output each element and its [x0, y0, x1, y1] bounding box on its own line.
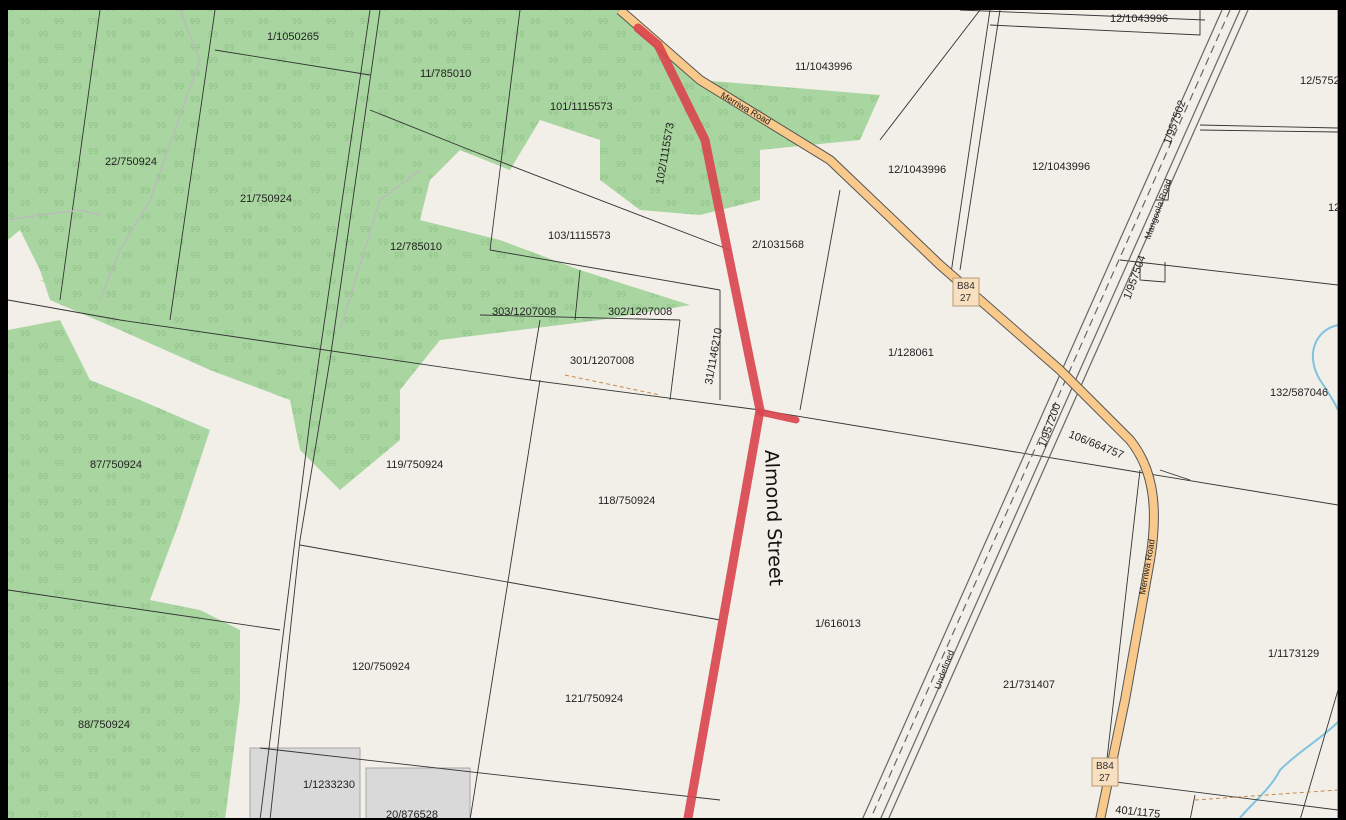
tracks	[8, 10, 421, 331]
lot-label: 11/785010	[420, 68, 471, 80]
lot-label: 119/750924	[386, 459, 443, 471]
lot-label: 21/731407	[1003, 679, 1055, 691]
lot-label: 12/5752	[1300, 75, 1340, 87]
waterway	[1239, 324, 1338, 818]
almond-street-highlight[interactable]	[633, 23, 800, 818]
svg-text:B84: B84	[957, 281, 975, 292]
route-shield: B84 27	[1091, 757, 1119, 787]
lot-label: 302/1207008	[608, 306, 672, 318]
lot-label: 12	[1328, 202, 1340, 214]
lot-label: 87/750924	[90, 459, 142, 471]
lot-label: 103/1115573	[548, 230, 611, 242]
lot-labels: 1/1050265 11/785010 101/1115573 102/1115…	[78, 13, 1340, 820]
lot-label: 1/616013	[815, 618, 861, 630]
lot-label: 20/876528	[386, 809, 438, 820]
lot-label: 118/750924	[598, 495, 655, 507]
lot-label: 1/1173129	[1268, 648, 1319, 660]
merriwa-road	[616, 10, 1159, 818]
almond-street-label: Almond Street	[760, 449, 787, 586]
lot-label: 11/1043996	[795, 61, 852, 73]
lot-label: 401/1175	[1115, 804, 1161, 820]
cadastral-boundaries	[8, 10, 1338, 818]
lot-label: 12/785010	[390, 241, 442, 253]
buildings	[249, 747, 471, 818]
lot-label: 1/128061	[888, 347, 934, 359]
lot-label: 12/1043996	[888, 164, 946, 176]
lot-label: 22/750924	[105, 156, 157, 168]
lot-label: 12/1043996	[1032, 161, 1090, 173]
svg-text:27: 27	[960, 293, 972, 304]
lot-label: 1/1233230	[303, 779, 355, 791]
forest-area	[8, 10, 880, 818]
dashed-tracks	[564, 374, 1338, 801]
railway	[862, 10, 1249, 818]
svg-text:27: 27	[1099, 773, 1111, 784]
lot-label: 12/1043996	[1110, 13, 1168, 25]
lot-label: 303/1207008	[492, 306, 556, 318]
route-shield: B84 27	[952, 277, 980, 307]
lot-label: 88/750924	[78, 719, 130, 731]
svg-text:B84: B84	[1096, 761, 1114, 772]
lot-label: 101/1115573	[550, 101, 613, 113]
lot-label: 21/750924	[240, 193, 292, 205]
lot-label: 121/750924	[565, 693, 623, 705]
lot-label: 1/1050265	[267, 31, 319, 43]
lot-label: 301/1207008	[570, 355, 634, 367]
lot-label: 132/587046	[1270, 387, 1328, 399]
lot-label: 2/1031568	[752, 239, 804, 251]
lot-label: 120/750924	[352, 661, 410, 673]
